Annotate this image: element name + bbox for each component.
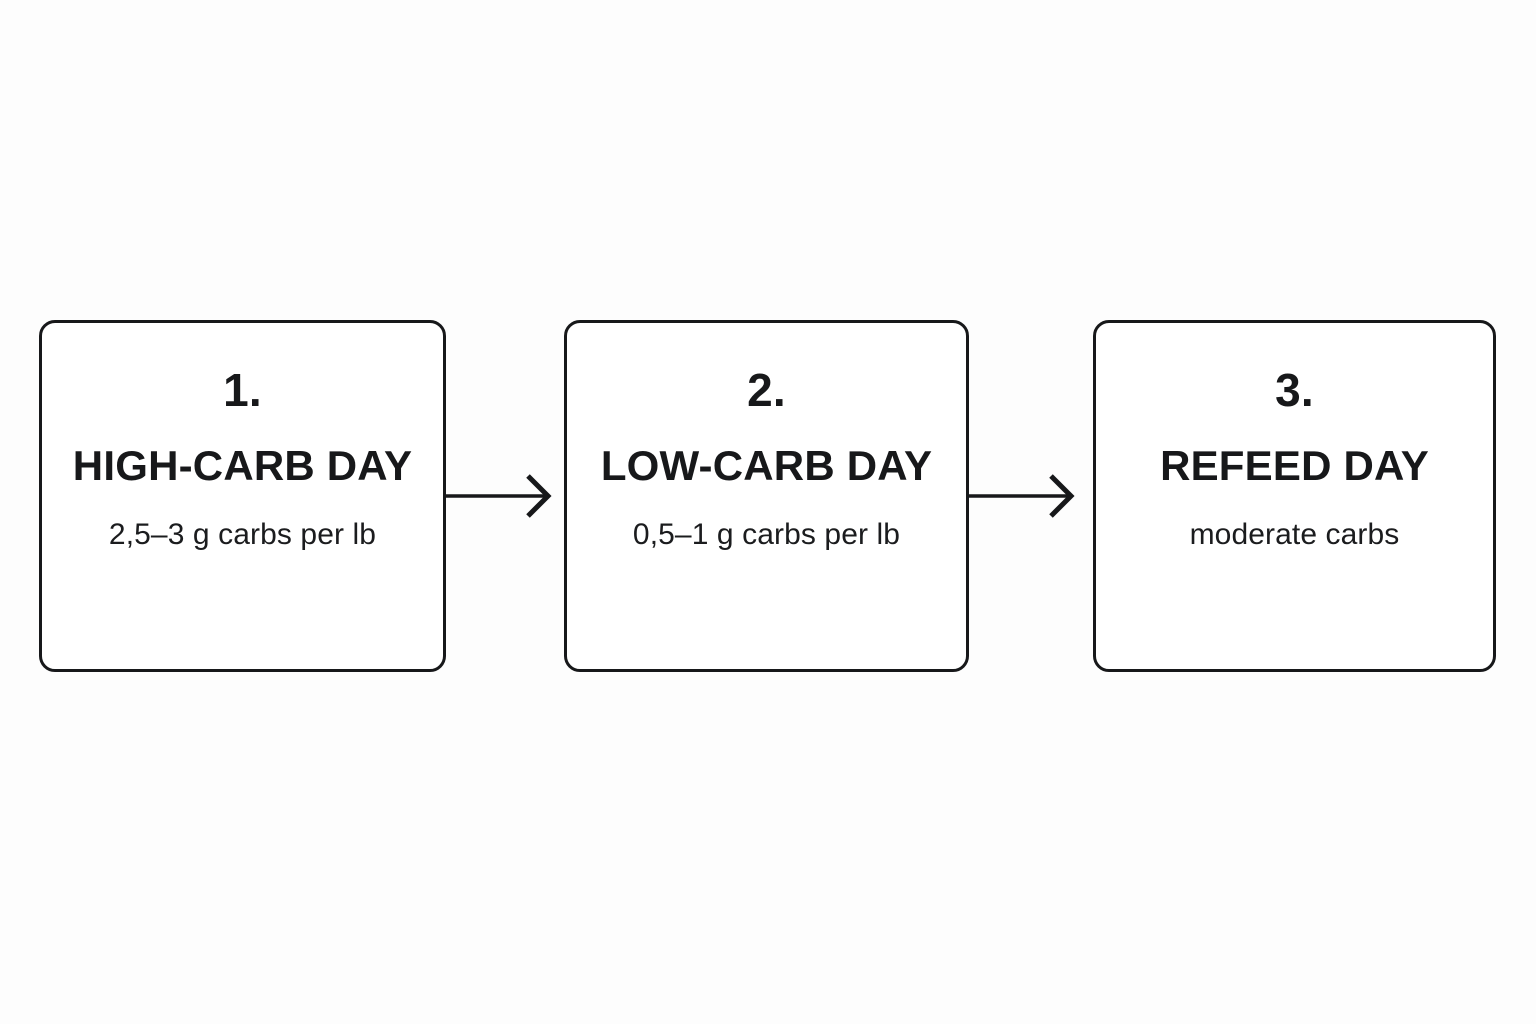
flow-connector-1-to-2 [444, 466, 568, 526]
step-title-3: REFEED DAY [1160, 442, 1429, 490]
step-title-2: LOW-CARB DAY [600, 442, 933, 490]
flow-step-card-2[interactable]: 2. LOW-CARB DAY 0,5–1 g carbs per lb [564, 320, 969, 672]
arrow-right-icon [444, 474, 552, 518]
step-subtitle-1: 2,5–3 g carbs per lb [108, 518, 377, 552]
step-number-1: 1. [223, 364, 262, 416]
arrow-right-icon [967, 474, 1075, 518]
step-title-1: HIGH-CARB DAY [72, 442, 413, 490]
step-number-2: 2. [747, 364, 786, 416]
flow-step-card-1[interactable]: 1. HIGH-CARB DAY 2,5–3 g carbs per lb [39, 320, 446, 672]
step-subtitle-3: moderate carbs [1189, 518, 1400, 552]
step-number-3: 3. [1275, 364, 1314, 416]
step-subtitle-2: 0,5–1 g carbs per lb [632, 518, 901, 552]
flow-step-card-3[interactable]: 3. REFEED DAY moderate carbs [1093, 320, 1496, 672]
flow-connector-2-to-3 [967, 466, 1091, 526]
